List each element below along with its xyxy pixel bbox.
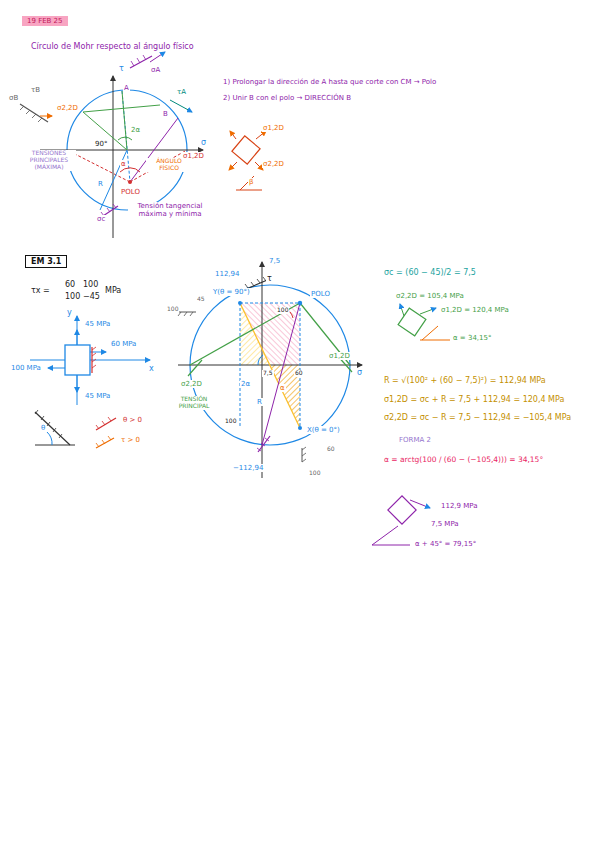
note-label: σ2,2D = 105,4 MPa <box>395 292 465 300</box>
note-label: β <box>248 178 254 186</box>
note-label: τA <box>176 88 187 96</box>
note-label: R = √(100² + (60 − 7,5)²) = 112,94 MPa <box>383 376 547 385</box>
note-label: θ > 0 <box>122 416 143 424</box>
note-label: σB <box>8 94 19 102</box>
note-label: B <box>162 110 169 118</box>
note-label: R <box>97 180 104 188</box>
note-label: −112,94 <box>232 464 264 472</box>
note-label: X(θ = 0°) <box>306 426 341 434</box>
note-label: 100 <box>82 280 99 289</box>
node-text: EM 3.1 <box>31 257 61 266</box>
note-label: σ <box>356 368 363 377</box>
note-label: σ <box>200 138 207 147</box>
note-label: σ2,2D <box>56 104 79 112</box>
note-label: 45 MPa <box>84 392 111 400</box>
note-label: 100 <box>224 418 237 425</box>
note-label: 60 <box>294 370 304 377</box>
note-label: σc <box>96 215 106 223</box>
note-label: POLO <box>310 290 331 298</box>
note-label: FORMA 2 <box>398 436 432 444</box>
note-label: σ1,2D <box>262 124 285 132</box>
note-label: τB <box>30 86 41 94</box>
note-label: 7,5 <box>262 370 274 377</box>
note-label: TENSIÓN PRINCIPAL <box>170 396 218 410</box>
note-label: −45 <box>82 292 101 301</box>
note-label: α = arctg(100 / (60 − (−105,4))) = 34,15… <box>383 456 544 465</box>
note-label: 60 MPa <box>110 340 137 348</box>
note-label: σc = (60 − 45)/2 = 7,5 <box>383 268 477 277</box>
note-label: τ <box>266 274 273 283</box>
note-label: TENSIONES PRINCIPALES (MÁXIMA) <box>22 150 76 171</box>
note-label: 100 <box>276 307 289 314</box>
note-label: σ2,2D <box>180 380 203 388</box>
note-label: 100 MPa <box>10 364 42 372</box>
note-label: 60 <box>64 280 76 289</box>
note-label: 45 MPa <box>84 320 111 328</box>
note-label: y <box>66 308 73 317</box>
note-label: τx = <box>30 286 51 295</box>
note-label: ÁNGULO FÍSICO <box>146 158 192 172</box>
note-label: σ1,2D <box>182 152 205 160</box>
note-label: 112,94 <box>214 270 241 278</box>
mohr-circle-em <box>178 262 362 478</box>
note-label: α <box>279 384 286 392</box>
note-label: 112,9 MPa <box>440 502 479 510</box>
note-label: τ > 0 <box>120 436 141 444</box>
note-label: 2α <box>130 126 141 134</box>
note-label: 2α <box>240 380 251 388</box>
note-label: A <box>123 84 130 92</box>
note-label: 1) Prolongar la dirección de A hasta que… <box>222 78 437 86</box>
note-label: 100 <box>166 306 179 313</box>
node-text: 19 FEB 25 <box>27 17 63 25</box>
note-label: σA <box>150 66 161 74</box>
note-label: 90° <box>94 140 108 148</box>
note-label: α <box>120 160 127 168</box>
note-label: 2) Unir B con el polo → DIRECCIÓN B <box>222 94 352 102</box>
note-label: Círculo de Mohr respecto al ángulo físic… <box>30 42 195 51</box>
stress-element <box>30 316 150 448</box>
exercise-box: EM 3.1 <box>25 255 67 268</box>
note-label: σ2,2D <box>262 160 285 168</box>
note-label: τ <box>118 64 125 73</box>
note-label: α + 45° = 79,15° <box>414 540 477 548</box>
note-label: σ1,2D <box>328 352 351 360</box>
note-label: 60 <box>326 446 336 453</box>
note-label: 7,5 MPa <box>430 520 460 528</box>
note-label: σ2,2D = σc − R = 7,5 − 112,94 = −105,4 M… <box>383 413 572 422</box>
note-label: σ1,2D = σc + R = 7,5 + 112,94 = 120,4 MP… <box>383 395 565 404</box>
date-band: 19 FEB 25 <box>22 16 68 26</box>
rotated-element <box>229 131 266 190</box>
note-label: R <box>256 398 263 406</box>
shear-element <box>372 496 430 545</box>
note-label: 7,5 <box>268 257 281 265</box>
note-label: MPa <box>104 286 122 295</box>
note-label: σ1,2D = 120,4 MPa <box>440 306 510 314</box>
note-label: POLO <box>120 188 141 196</box>
note-label: α = 34,15° <box>452 334 492 342</box>
note-label: x <box>148 364 155 373</box>
note-label: Tensión tangencial máxima y mínima <box>128 202 212 218</box>
note-label: 100 <box>64 292 81 301</box>
note-label: 45 <box>196 296 206 303</box>
note-label: 100 <box>308 470 321 477</box>
note-label: Y(θ = 90°) <box>212 288 251 296</box>
note-label: θ <box>40 424 46 432</box>
